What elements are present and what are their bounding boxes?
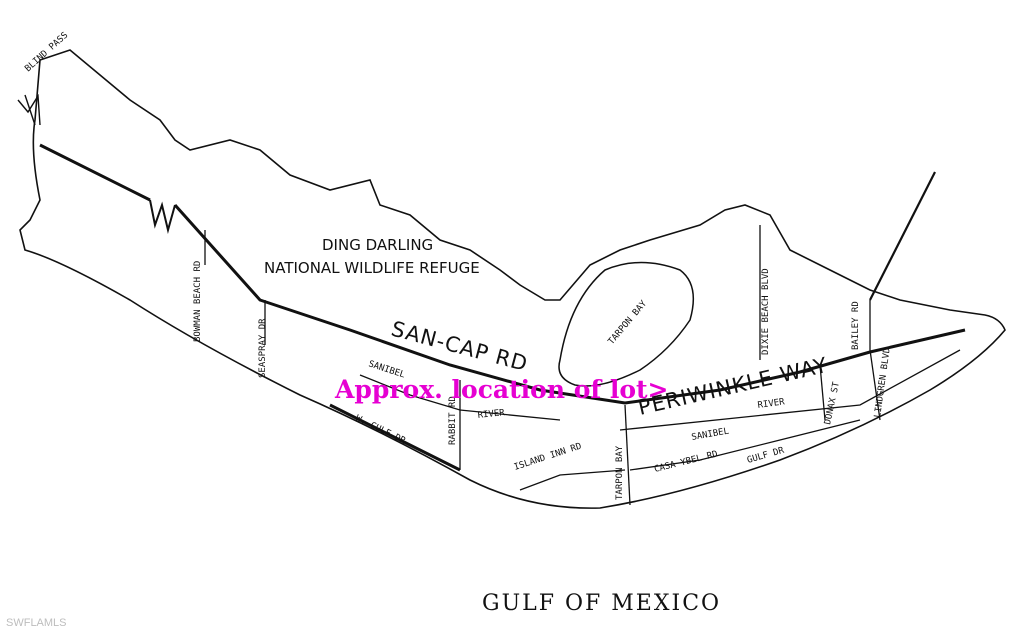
refuge-label-line2: NATIONAL WILDLIFE REFUGE — [264, 259, 480, 277]
causeway-line — [869, 171, 936, 301]
sanibel-east-label: SANIBEL — [691, 427, 730, 443]
casa-ybel-label: CASA YBEL RD — [653, 449, 719, 474]
island-inn-label: ISLAND INN RD — [513, 442, 583, 473]
lindgren-label: LINDGREN BLVD — [873, 347, 893, 418]
donax-label: DONAX ST — [823, 381, 842, 426]
secondary-roads — [204, 225, 961, 506]
main-road — [39, 143, 966, 405]
bowman-beach-label: BOWMAN BEACH RD — [193, 261, 203, 342]
river-east-label: RIVER — [757, 397, 786, 411]
seaspray-label: SEASPRAY DR — [258, 318, 268, 378]
watermark: SWFLAMLS — [6, 617, 67, 629]
dixie-beach-label: DIXIE BEACH BLVD — [761, 268, 771, 355]
west-zigzag — [149, 199, 176, 234]
island-outline — [19, 49, 1006, 509]
gulf-drive-road — [329, 403, 461, 472]
refuge-label-line1: DING DARLING — [322, 236, 433, 254]
tarpon-bay-water-label: TARPON BAY — [607, 299, 650, 347]
gulf-dr-label: GULF DR — [746, 446, 786, 466]
gulf-of-mexico-label: GULF OF MEXICO — [482, 591, 721, 616]
tarpon-bay-water — [558, 261, 695, 387]
rabbit-road-label: RABBIT RD — [448, 396, 458, 445]
blind-pass-inlet — [17, 93, 41, 126]
bailey-road-label: BAILEY RD — [851, 301, 861, 350]
approx-lot-location-label: Approx. location of lot> — [334, 375, 669, 404]
tarpon-bay-road-label: TARPON BAY — [615, 445, 625, 500]
w-gulf-label: W. GULF DR — [354, 414, 408, 447]
river-west-label: RIVER — [477, 408, 506, 421]
